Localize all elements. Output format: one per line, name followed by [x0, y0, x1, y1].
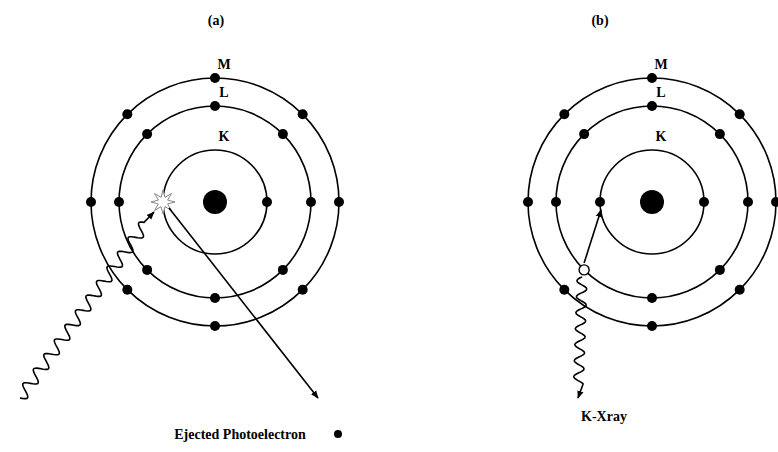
electron — [142, 265, 152, 275]
electron-shell — [119, 106, 311, 298]
shell-label: L — [219, 85, 228, 100]
shell-label: L — [656, 85, 665, 100]
electron — [334, 197, 344, 207]
electron — [771, 197, 778, 207]
nucleus — [640, 190, 664, 214]
shell-label: K — [656, 129, 667, 144]
electron — [262, 197, 272, 207]
electron — [559, 285, 569, 295]
shell-label: K — [219, 129, 230, 144]
ejection-arrow — [169, 208, 318, 398]
electron — [735, 285, 745, 295]
electron — [647, 101, 657, 111]
electron — [715, 265, 725, 275]
photon-wave — [20, 212, 154, 399]
electron-shell — [528, 78, 776, 326]
electron — [298, 109, 308, 119]
electron — [278, 129, 288, 139]
nucleus — [203, 190, 227, 214]
electron — [647, 293, 657, 303]
shell-label: M — [217, 57, 230, 72]
electron — [551, 197, 561, 207]
electron — [298, 285, 308, 295]
electron — [122, 109, 132, 119]
electron — [595, 197, 605, 207]
electron — [86, 197, 96, 207]
electron — [306, 197, 316, 207]
electron — [122, 285, 132, 295]
atom — [523, 73, 778, 331]
electron — [210, 101, 220, 111]
panel-label: (b) — [591, 13, 608, 28]
electron — [559, 109, 569, 119]
electron — [735, 109, 745, 119]
electron — [114, 197, 124, 207]
electron — [278, 265, 288, 275]
atom — [86, 73, 344, 331]
electron — [579, 129, 589, 139]
electron — [647, 73, 657, 83]
transition-arrow — [584, 210, 601, 263]
electron-shell — [91, 78, 339, 326]
electron — [715, 129, 725, 139]
electron-shell — [556, 106, 748, 298]
caption-label: Ejected Photoelectron — [174, 427, 306, 442]
electron — [210, 321, 220, 331]
electron — [210, 73, 220, 83]
caption-label: K-Xray — [581, 409, 627, 424]
electron — [743, 197, 753, 207]
electron — [647, 321, 657, 331]
electron-shell — [163, 150, 267, 254]
panel-label: (a) — [208, 13, 224, 28]
electron-shell — [600, 150, 704, 254]
electron — [699, 197, 709, 207]
photoelectron — [334, 430, 342, 438]
electron — [142, 129, 152, 139]
electron — [210, 293, 220, 303]
vacancy — [579, 265, 589, 275]
shell-label: M — [654, 57, 667, 72]
electron — [523, 197, 533, 207]
xray-wave — [574, 277, 587, 398]
